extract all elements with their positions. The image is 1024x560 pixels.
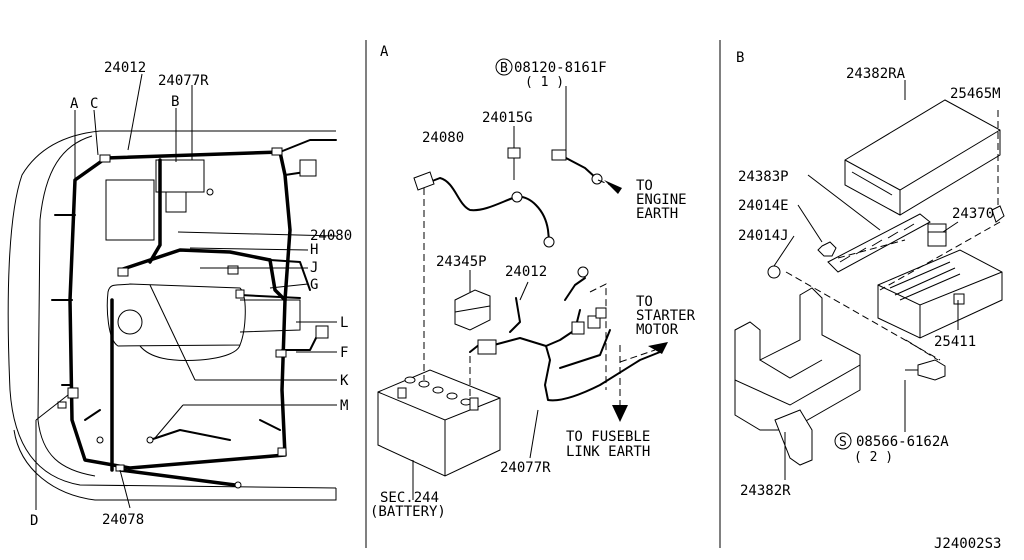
label-24382R: 24382R xyxy=(740,483,791,499)
label-H: H xyxy=(310,242,318,258)
to-starter-motor-line2: STARTER xyxy=(636,308,696,324)
label-J: J xyxy=(310,260,318,276)
label-24080-mid: 24080 xyxy=(422,130,464,146)
label-G: G xyxy=(310,277,318,293)
right-panel-fuse-block xyxy=(734,80,1005,480)
label-A-left: A xyxy=(70,96,79,112)
label-24077R-mid: 24077R xyxy=(500,460,551,476)
to-starter-motor-line3: MOTOR xyxy=(636,322,679,338)
screw-circle-letter: S xyxy=(839,435,847,450)
label-24012-left: 24012 xyxy=(104,60,146,76)
diagram-code: J24002S3 xyxy=(934,536,1001,552)
label-24345P: 24345P xyxy=(436,254,487,270)
bolt-quantity: ( 1 ) xyxy=(525,75,564,90)
label-M: M xyxy=(340,398,348,414)
label-24014J: 24014J xyxy=(738,228,789,244)
label-B-left: B xyxy=(171,94,179,110)
label-24382RA: 24382RA xyxy=(846,66,906,82)
label-24015G: 24015G xyxy=(482,110,533,126)
label-K: K xyxy=(340,373,349,389)
arrow-fusible-earth xyxy=(612,405,628,422)
label-25465M: 25465M xyxy=(950,86,1001,102)
label-25411: 25411 xyxy=(934,334,976,350)
to-fusible-link-line1: TO FUSEBLE xyxy=(566,429,650,445)
label-24370: 24370 xyxy=(952,206,994,222)
label-24080-left: 24080 xyxy=(310,228,352,244)
middle-panel-battery-earth xyxy=(377,86,668,500)
screw-part-number: 08566-6162A xyxy=(856,434,949,450)
label-24077R-left: 24077R xyxy=(158,73,209,89)
label-24078: 24078 xyxy=(102,512,144,528)
to-engine-earth-line1: TO xyxy=(636,178,653,194)
section-letter-B: B xyxy=(736,50,744,66)
label-24014E: 24014E xyxy=(738,198,789,214)
label-L: L xyxy=(340,315,348,331)
to-starter-motor-line1: TO xyxy=(636,294,653,310)
screw-circle-icon xyxy=(834,432,852,450)
label-C: C xyxy=(90,96,98,112)
screw-quantity: ( 2 ) xyxy=(854,450,893,465)
battery-label: (BATTERY) xyxy=(370,504,446,520)
arrow-engine-earth xyxy=(604,180,622,194)
to-fusible-link-line2: LINK EARTH xyxy=(566,444,650,460)
label-24383P: 24383P xyxy=(738,169,789,185)
section-letter-A: A xyxy=(380,44,389,60)
to-engine-earth-line3: EARTH xyxy=(636,206,678,222)
battery-section-ref: SEC.244 xyxy=(380,490,439,506)
label-24012-mid: 24012 xyxy=(505,264,547,280)
arrow-starter-motor xyxy=(648,342,668,354)
bolt-circle-letter: B xyxy=(500,61,508,76)
label-F: F xyxy=(340,345,348,361)
to-engine-earth-line2: ENGINE xyxy=(636,192,687,208)
bolt-circle-icon xyxy=(495,58,513,76)
bolt-part-number: 08120-8161F xyxy=(514,60,607,76)
label-D: D xyxy=(30,513,38,529)
left-panel-engine-bay xyxy=(7,73,337,510)
